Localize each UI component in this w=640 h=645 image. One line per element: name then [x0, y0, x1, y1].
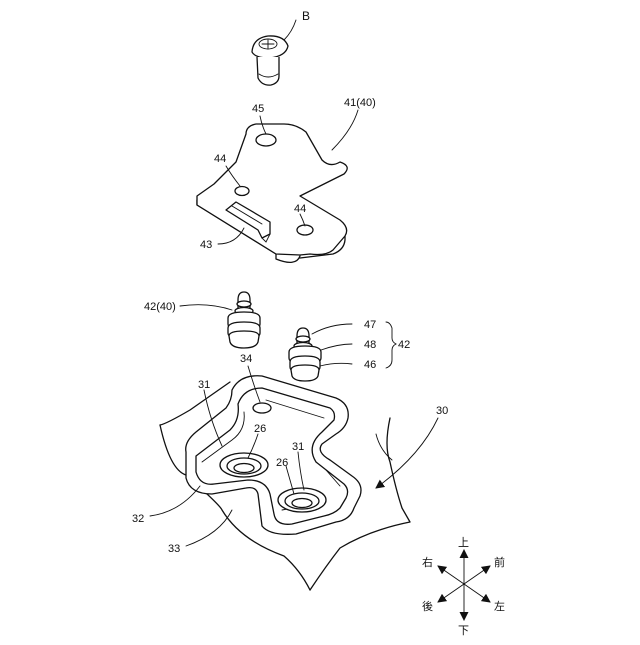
label-part-47: 47 [364, 319, 376, 331]
label-boss-26-left: 26 [254, 423, 266, 435]
plate-41 [197, 124, 347, 262]
label-part-48: 48 [364, 339, 376, 351]
label-hole-34: 34 [240, 353, 252, 365]
boss-frame-31 [186, 376, 361, 535]
dir-up: 上 [458, 536, 469, 549]
pin-42-right [289, 328, 321, 381]
dir-left: 左 [494, 600, 505, 613]
boss-26-left [220, 453, 268, 477]
dir-down: 下 [458, 625, 469, 637]
label-plate-41: 41(40) [344, 97, 376, 109]
label-hole-44-right: 44 [294, 203, 306, 215]
dir-rear: 後 [422, 599, 433, 613]
boss-26-right [278, 488, 326, 512]
label-group-42: 42 [398, 339, 410, 351]
label-hole-45: 45 [252, 103, 264, 115]
label-hole-44-left: 44 [214, 153, 226, 165]
label-wall-31-right: 31 [292, 441, 304, 453]
label-base-33: 33 [168, 543, 180, 555]
screw-b [252, 36, 288, 85]
dir-front: 前 [494, 555, 505, 569]
pin-42-left [228, 292, 260, 348]
label-part-46: 46 [364, 359, 376, 371]
label-tab-43: 43 [200, 239, 212, 251]
label-panel-30: 30 [436, 405, 448, 417]
direction-indicator: 上 下 前 右 後 左 [422, 536, 505, 637]
label-screw-b: B [302, 9, 310, 23]
label-pin-42: 42(40) [144, 301, 176, 313]
dir-right: 右 [422, 555, 433, 569]
label-boss-26-right: 26 [276, 457, 288, 469]
label-rib-32: 32 [132, 513, 144, 525]
label-wall-31-left: 31 [198, 379, 210, 391]
